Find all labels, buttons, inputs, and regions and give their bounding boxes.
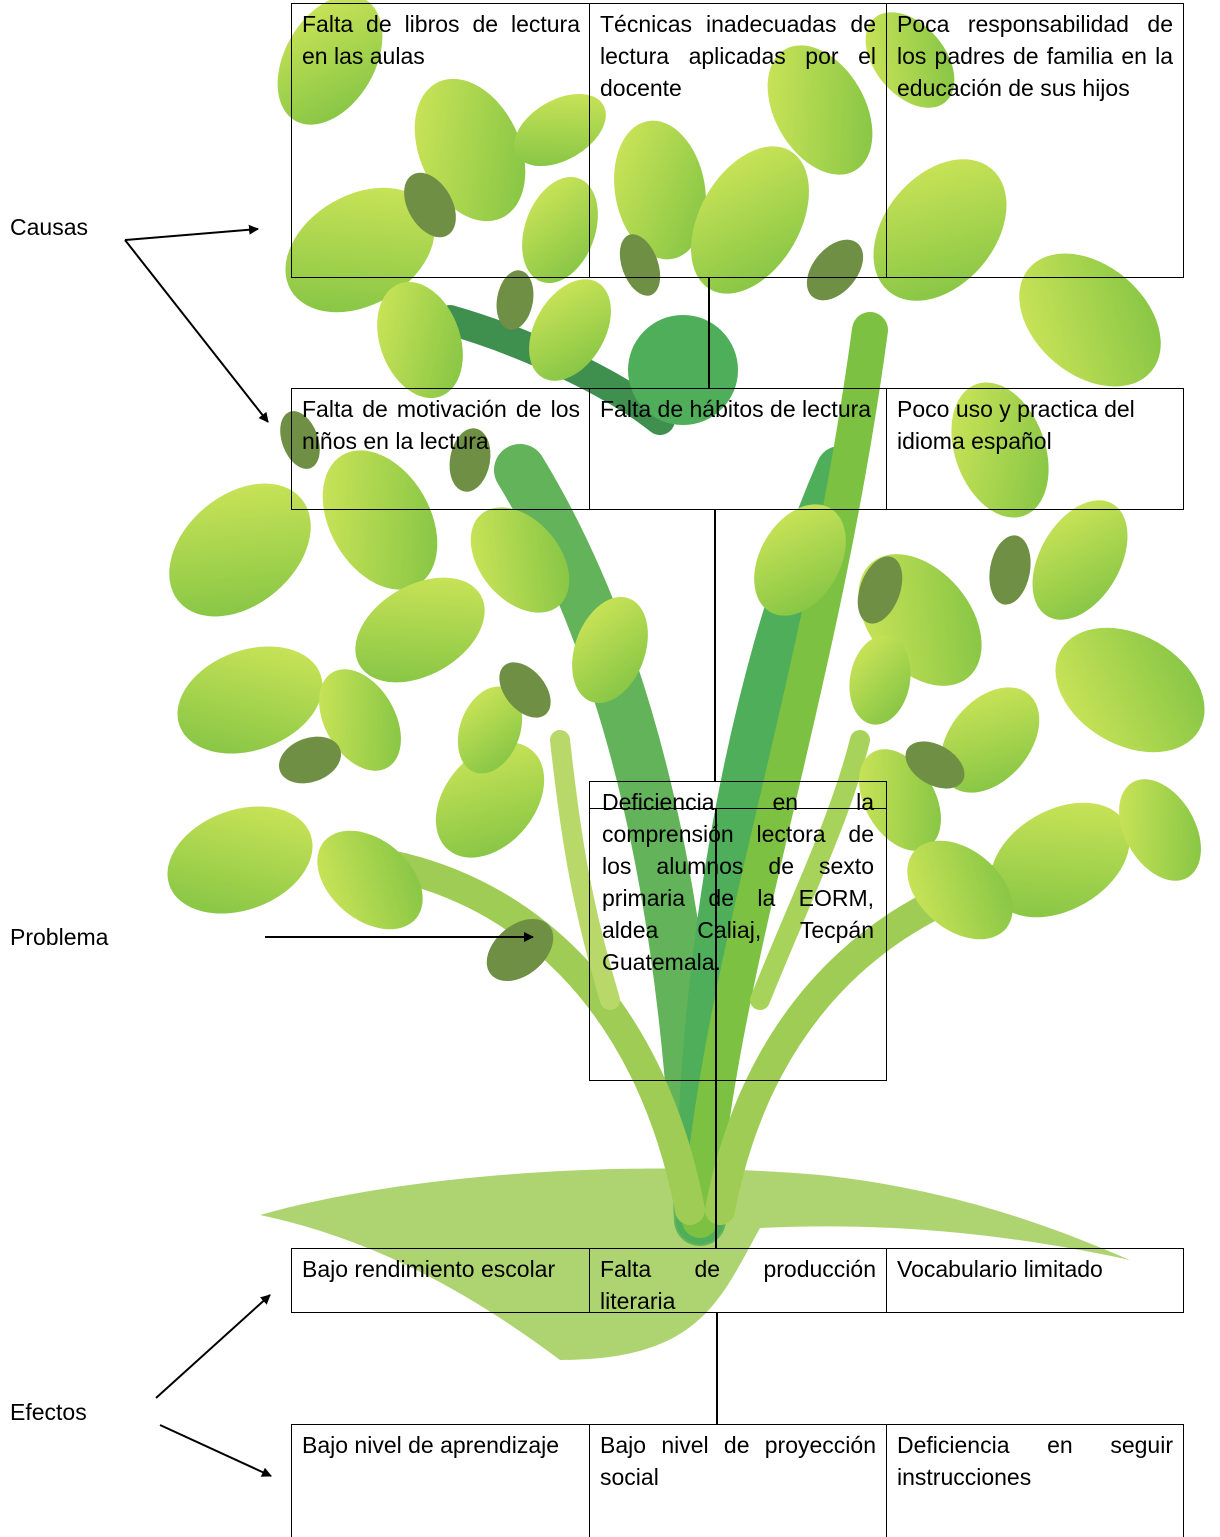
cause-box-2: Técnicas inadecuadas de lectura aplicada… [589,4,886,277]
label-causas: Causas [10,214,88,240]
trunk-knot [628,315,738,425]
effect-box-5: Bajo nivel de proyección social [589,1425,886,1537]
cause-box-1: Falta de libros de lectura en las aulas [302,11,580,69]
effect-box-6: Deficiencia en seguir instrucciones [886,1425,1183,1537]
effect-box-4: Bajo nivel de aprendizaje [302,1432,560,1458]
problem-text: Deficiencia en la comprensión lectora de… [602,789,874,975]
cause-box-3: Poca responsabilidad de los padres de fa… [886,4,1183,277]
label-efectos: Efectos [10,1399,87,1425]
effects-row-2: Bajo nivel de aprendizaje Bajo nivel de … [291,1424,1184,1537]
cause-box-5: Falta de hábitos de lectura [589,389,886,509]
causes-row-1: Falta de libros de lectura en las aulas … [291,3,1184,278]
cause-box-4: Falta de motivación de los niños en la l… [302,396,580,454]
label-problema: Problema [10,924,109,950]
effect-box-3: Vocabulario limitado [886,1249,1183,1312]
cause-box-6: Poco uso y practica del idioma español [886,389,1183,509]
effects-row-1: Bajo rendimiento escolar Falta de produc… [291,1248,1184,1314]
effect-box-1: Bajo rendimiento escolar [302,1256,556,1282]
trunk [345,305,1105,1246]
causes-row-2: Falta de motivación de los niños en la l… [291,388,1184,510]
ground-shape [260,1168,1130,1360]
dark-leaves [279,172,1031,982]
effect-box-2: Falta de producción literaria [589,1249,886,1314]
problem-statement-box-vis: Deficiencia en la comprensión lectora de… [589,781,887,1081]
